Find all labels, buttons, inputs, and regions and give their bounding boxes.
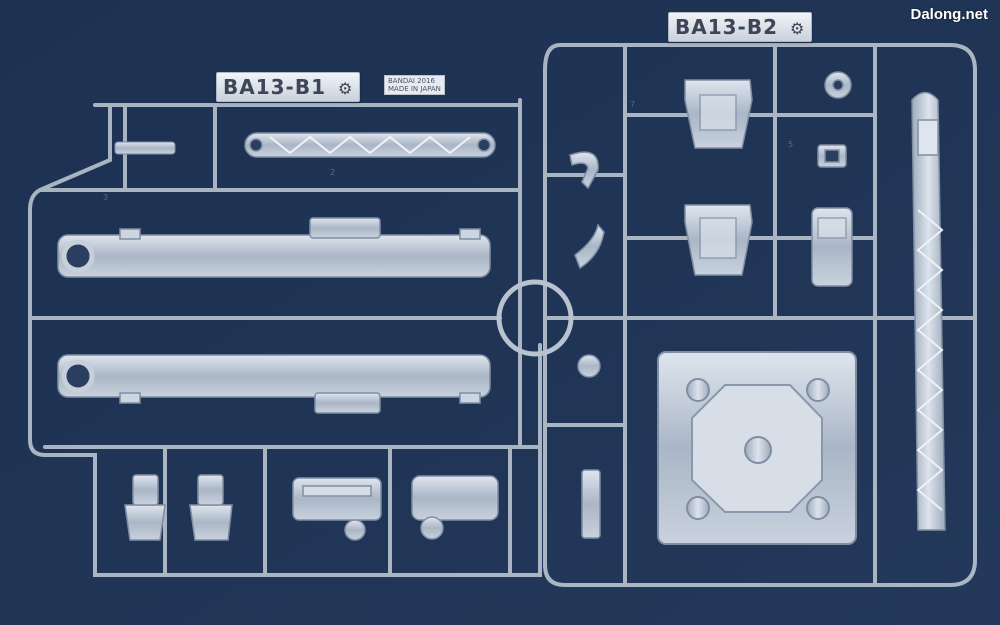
- part-number: 7: [630, 100, 636, 109]
- base-plate-part: [657, 351, 857, 545]
- runner-b1-tag: BA13-B1 ⚙: [216, 72, 361, 102]
- runner-b2-frame: [543, 43, 977, 587]
- truss-bar-part: [244, 132, 496, 158]
- runner-b2-label: BA13-B2: [675, 15, 779, 39]
- part-number: 3: [103, 193, 109, 202]
- runner-b1-frame: [28, 98, 542, 577]
- runner-b1-label: BA13-B1: [223, 75, 327, 99]
- hopper-part-upper: [684, 79, 753, 149]
- ladder-column-part: [911, 91, 946, 531]
- bracket-parts-row: [124, 474, 499, 541]
- runner-b2-tag: BA13-B2 ⚙: [668, 12, 813, 42]
- watermark: Dalong.net: [910, 6, 989, 23]
- gear-logo-icon: ⚙: [789, 19, 806, 38]
- gear-part: [817, 71, 852, 168]
- gear-logo-icon: ⚙: [337, 79, 354, 98]
- part-number: 5: [788, 140, 794, 149]
- housing-part: [811, 207, 853, 287]
- cylinder-part-lower: [57, 354, 491, 414]
- small-rod-part: [114, 141, 176, 155]
- cylinder-part-upper: [57, 217, 491, 278]
- hopper-part-lower: [684, 204, 753, 276]
- part-number: 2: [330, 168, 336, 177]
- maker-imprint: BANDAI 2016 MADE IN JAPAN: [384, 75, 445, 95]
- hook-parts: [569, 151, 605, 539]
- runner-ring: [496, 279, 574, 357]
